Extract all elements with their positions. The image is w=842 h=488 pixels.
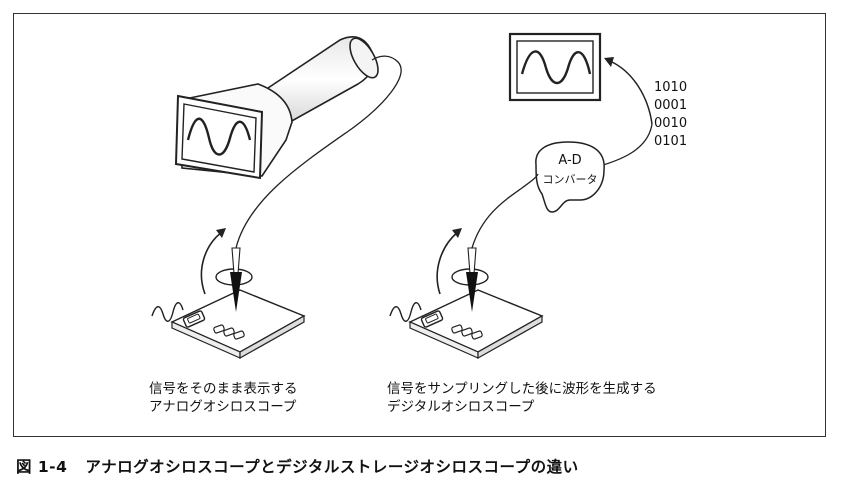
adc-converter-shape: [535, 141, 605, 213]
digital-input-signal: [389, 302, 422, 322]
analog-screen: [174, 94, 264, 180]
adc-label-top: A-D: [558, 153, 581, 168]
figure-title: アナログオシロスコープとデジタルストレージオシロスコープの違い: [85, 458, 579, 476]
digital-motion-arrow: [436, 231, 459, 295]
analog-caption-line1: 信号をそのまま表示する: [149, 381, 298, 397]
digital-caption-line1: 信号をサンプリングした後に波形を生成する: [387, 381, 657, 397]
analog-probe: [215, 247, 253, 312]
bits-line: 1010: [654, 80, 687, 95]
figure-caption: 図 1-4 アナログオシロスコープとデジタルストレージオシロスコープの違い: [16, 455, 597, 477]
digital-waveform: [520, 50, 592, 85]
digital-probe: [451, 247, 489, 312]
figure-frame: [13, 13, 826, 437]
adc-label-bottom: コンバータ: [543, 173, 598, 186]
analog-caption-line2: アナログオシロスコープ: [149, 399, 297, 415]
analog-input-signal: [151, 302, 184, 322]
digital-probe-cable: [471, 173, 539, 249]
adc-output-cable: [599, 123, 653, 167]
digital-caption-line2: デジタルオシロスコープ: [387, 399, 535, 415]
digital-circuit-board: [408, 289, 544, 360]
analog-motion-arrow: [200, 231, 223, 295]
digital-monitor: [508, 32, 602, 102]
analog-probe-cable: [235, 55, 402, 249]
analog-waveform: [186, 117, 252, 156]
analog-circuit-board: [170, 289, 306, 360]
bits-line: 0010: [654, 116, 687, 131]
bits-line: 0101: [654, 134, 687, 149]
bits-line: 0001: [654, 98, 687, 113]
data-flow-arrow: [611, 61, 653, 125]
figure-number: 図 1-4: [16, 458, 68, 476]
